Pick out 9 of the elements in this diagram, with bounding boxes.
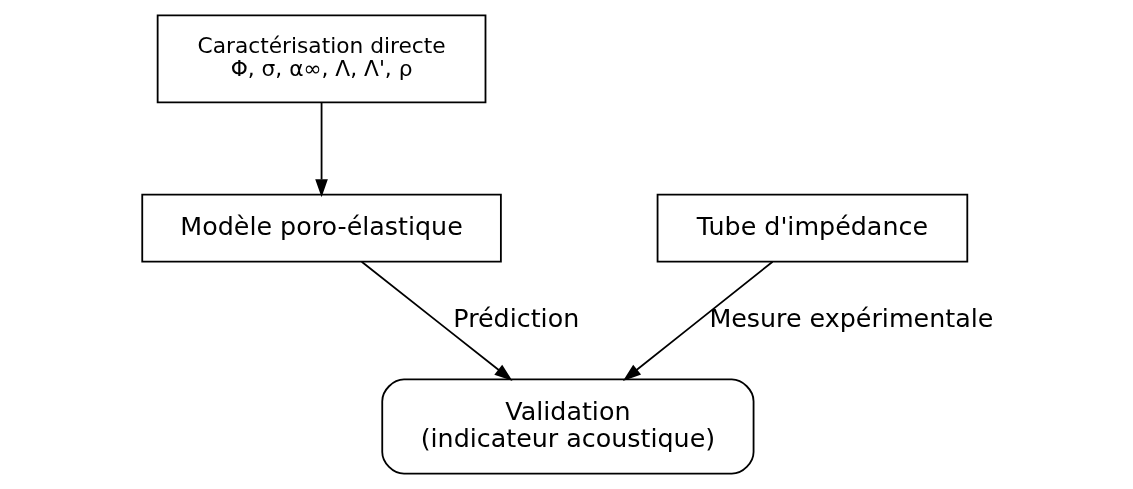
arrow	[360, 260, 512, 381]
edge-label: Mesure expérimentale	[708, 303, 993, 334]
arrow	[622, 260, 773, 381]
node-box: Validation (indicateur acoustique)	[380, 378, 754, 475]
node-box: Tube d'impédance	[656, 193, 968, 263]
arrow	[314, 101, 328, 198]
edge-label: Prédiction	[452, 303, 579, 334]
node-box: Caractérisation directe Φ, σ, α∞, Λ, Λ', ρ	[156, 14, 486, 104]
node-box: Modèle poro-élastique	[140, 193, 502, 263]
